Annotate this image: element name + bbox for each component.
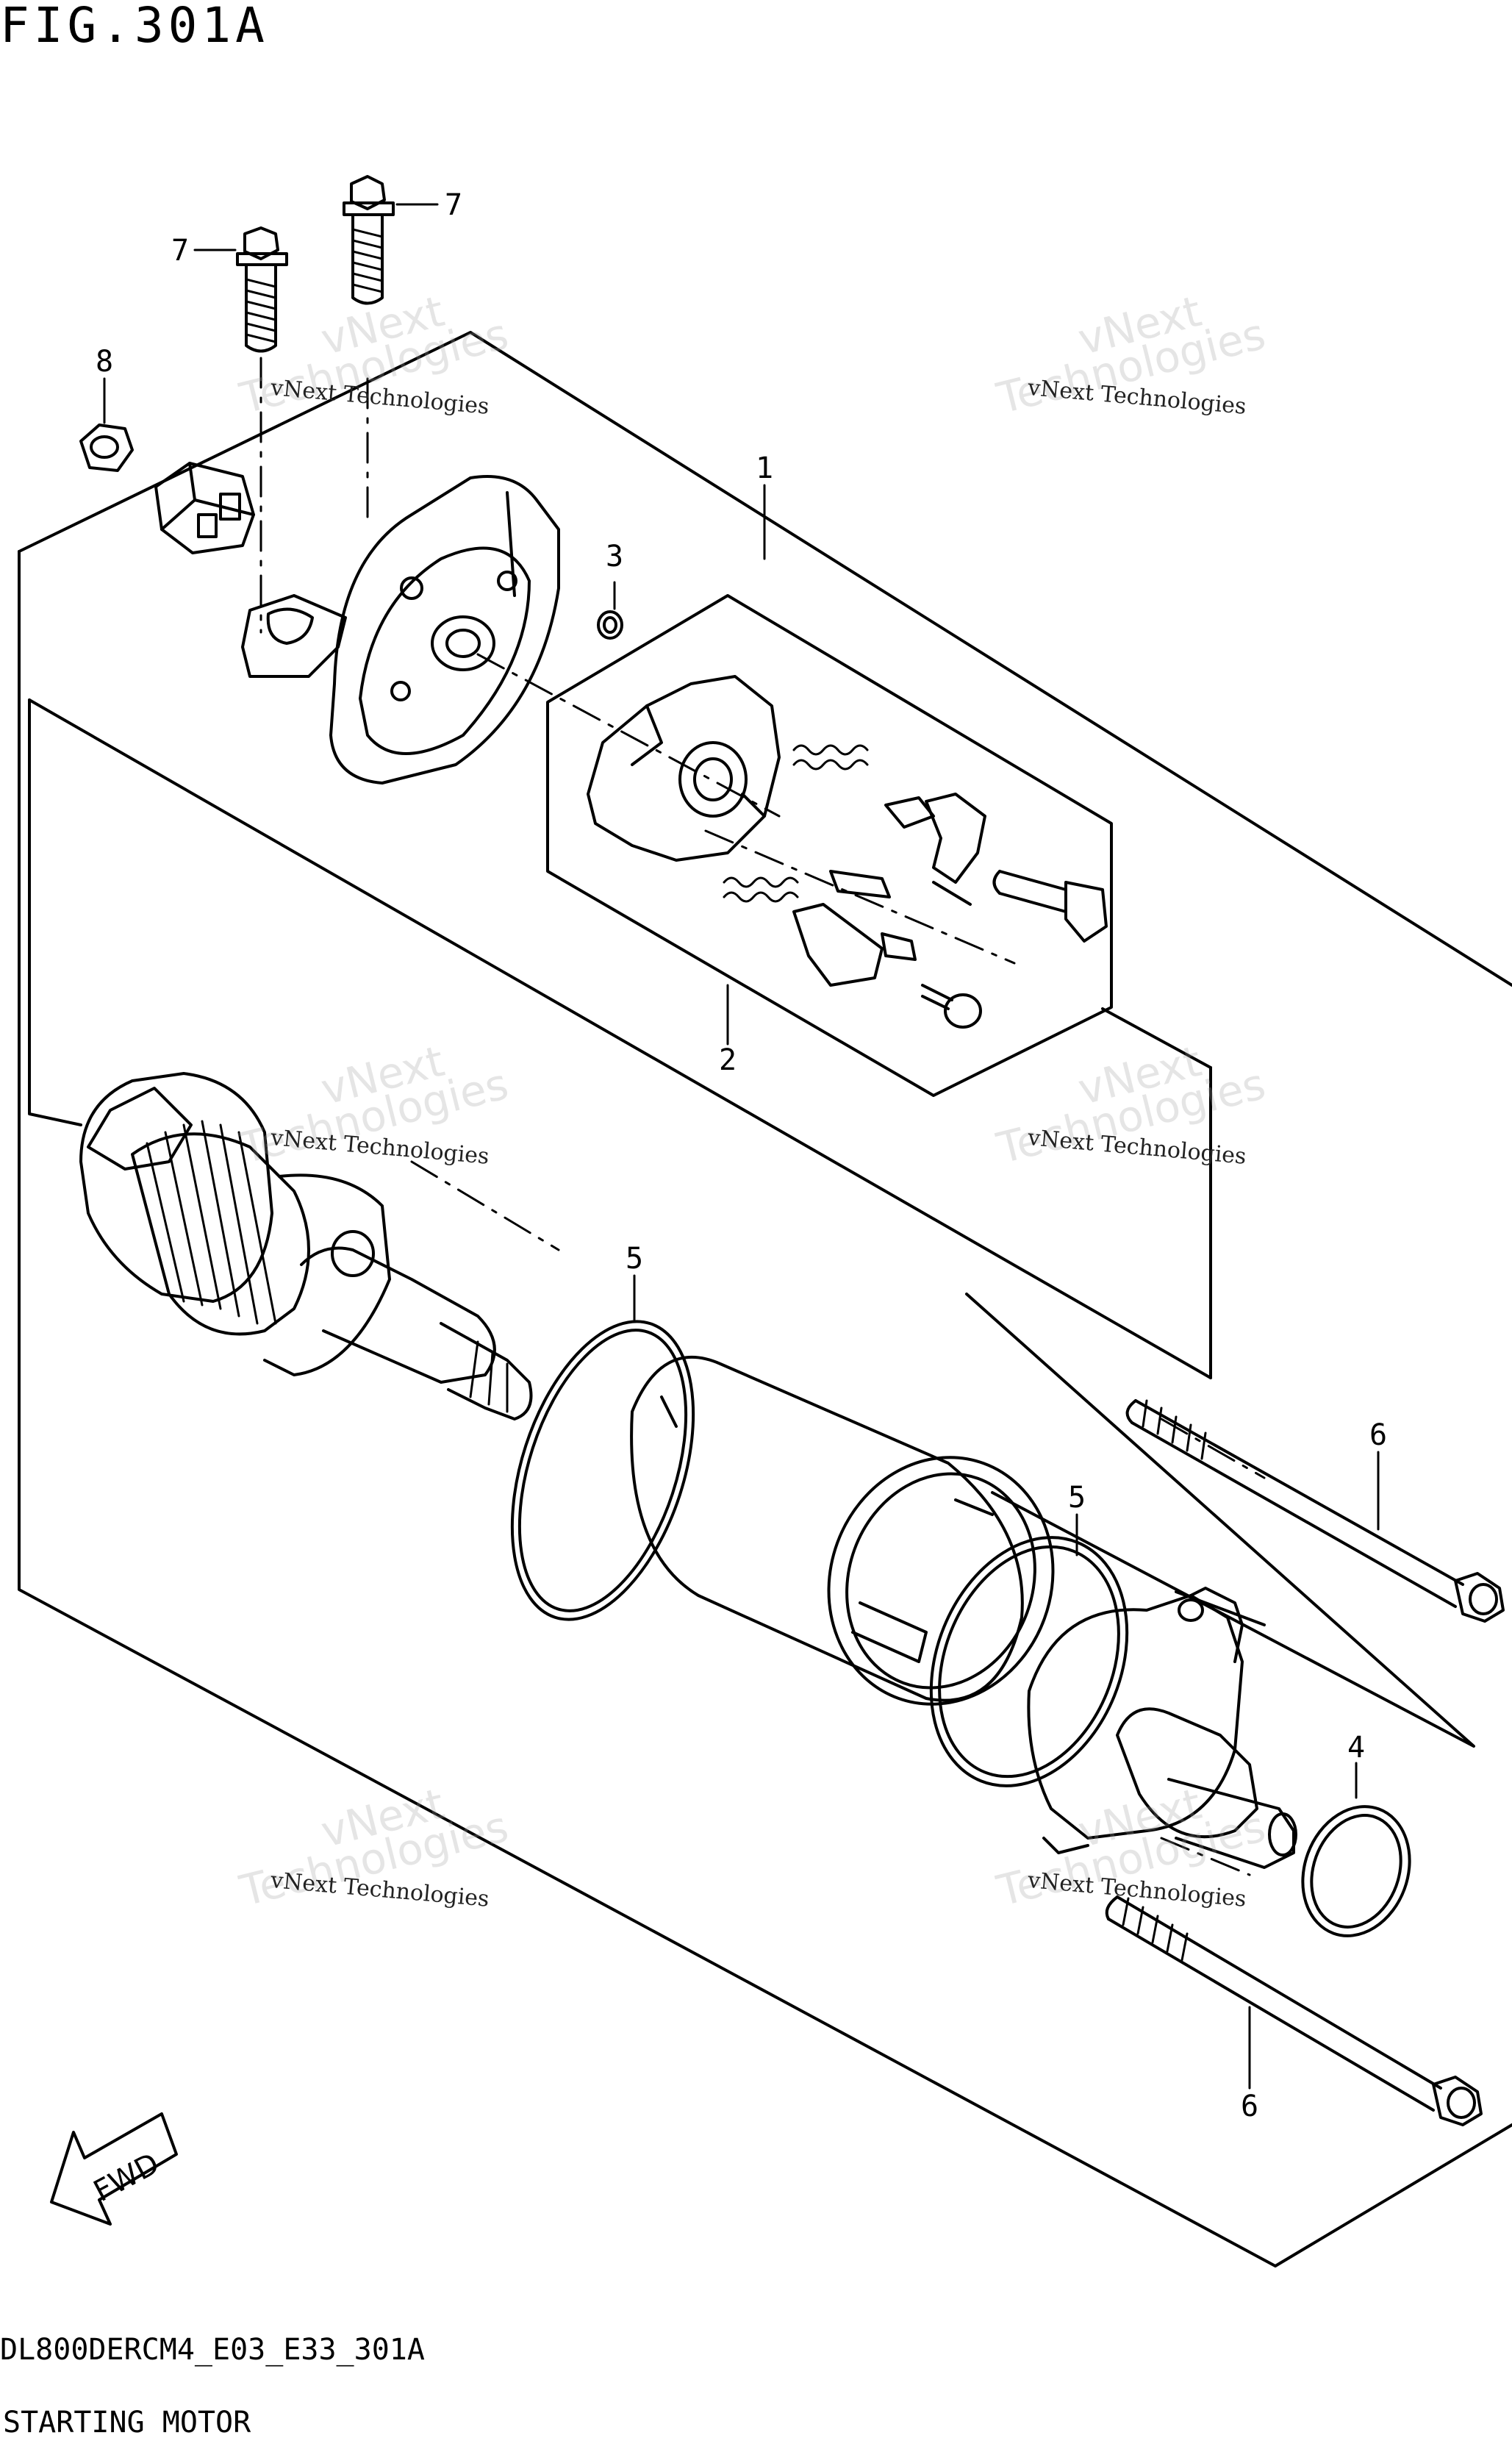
brush-spring-upper [792, 744, 869, 771]
o-ring-5-left [510, 1320, 695, 1621]
fwd-arrow: FWD [50, 2112, 178, 2226]
brush-holder-box [546, 594, 1113, 1097]
armature [79, 1072, 533, 1420]
callout-4: 4 [1347, 1731, 1365, 1765]
callout-7-left: 7 [171, 234, 189, 268]
callout-2: 2 [719, 1043, 737, 1077]
callout-5-right: 5 [1068, 1481, 1086, 1515]
callout-6-lower: 6 [1241, 2090, 1258, 2123]
figure-title: FIG.301A [0, 0, 269, 54]
brush-holder-plate [587, 675, 781, 862]
assembly-outline-box [18, 331, 1512, 2267]
through-bolt-guide-lines [965, 1293, 1475, 1748]
brush-spring-lower [723, 876, 799, 903]
front-end-housing [1027, 1587, 1297, 1869]
through-bolt-6-upper [1125, 1399, 1505, 1623]
o-ring-3 [597, 610, 623, 640]
o-ring-5-right [929, 1536, 1129, 1787]
brush-screw [921, 984, 982, 1029]
brush-lower [792, 870, 917, 987]
castle-nut [154, 462, 255, 554]
callout-8: 8 [96, 345, 113, 379]
callout-3: 3 [606, 540, 623, 573]
callout-1: 1 [756, 451, 773, 485]
terminal-bolt [992, 870, 1108, 943]
fwd-label: FWD [88, 2147, 165, 2209]
callout-labels: 1 2 3 4 5 5 6 6 7 7 8 [96, 188, 1387, 2123]
callout-7-right: 7 [445, 188, 462, 222]
bolt-7-right [343, 175, 395, 305]
alignment-lines [259, 357, 1266, 1876]
nut-8 [79, 423, 134, 472]
bolt-7-left [236, 226, 288, 353]
rear-end-housing [241, 475, 560, 785]
figure-name: STARTING MOTOR [3, 2406, 251, 2440]
brush-terminal [884, 793, 986, 906]
callout-6-upper: 6 [1369, 1418, 1387, 1452]
callout-5-left: 5 [626, 1242, 643, 1276]
through-bolt-6-lower [1105, 1895, 1483, 2126]
o-ring-4 [1301, 1805, 1411, 1937]
yoke [630, 1356, 1055, 1706]
model-code: DL800DERCM4_E03_E33_301A [0, 2333, 425, 2367]
callout-leaders [103, 203, 1380, 2090]
